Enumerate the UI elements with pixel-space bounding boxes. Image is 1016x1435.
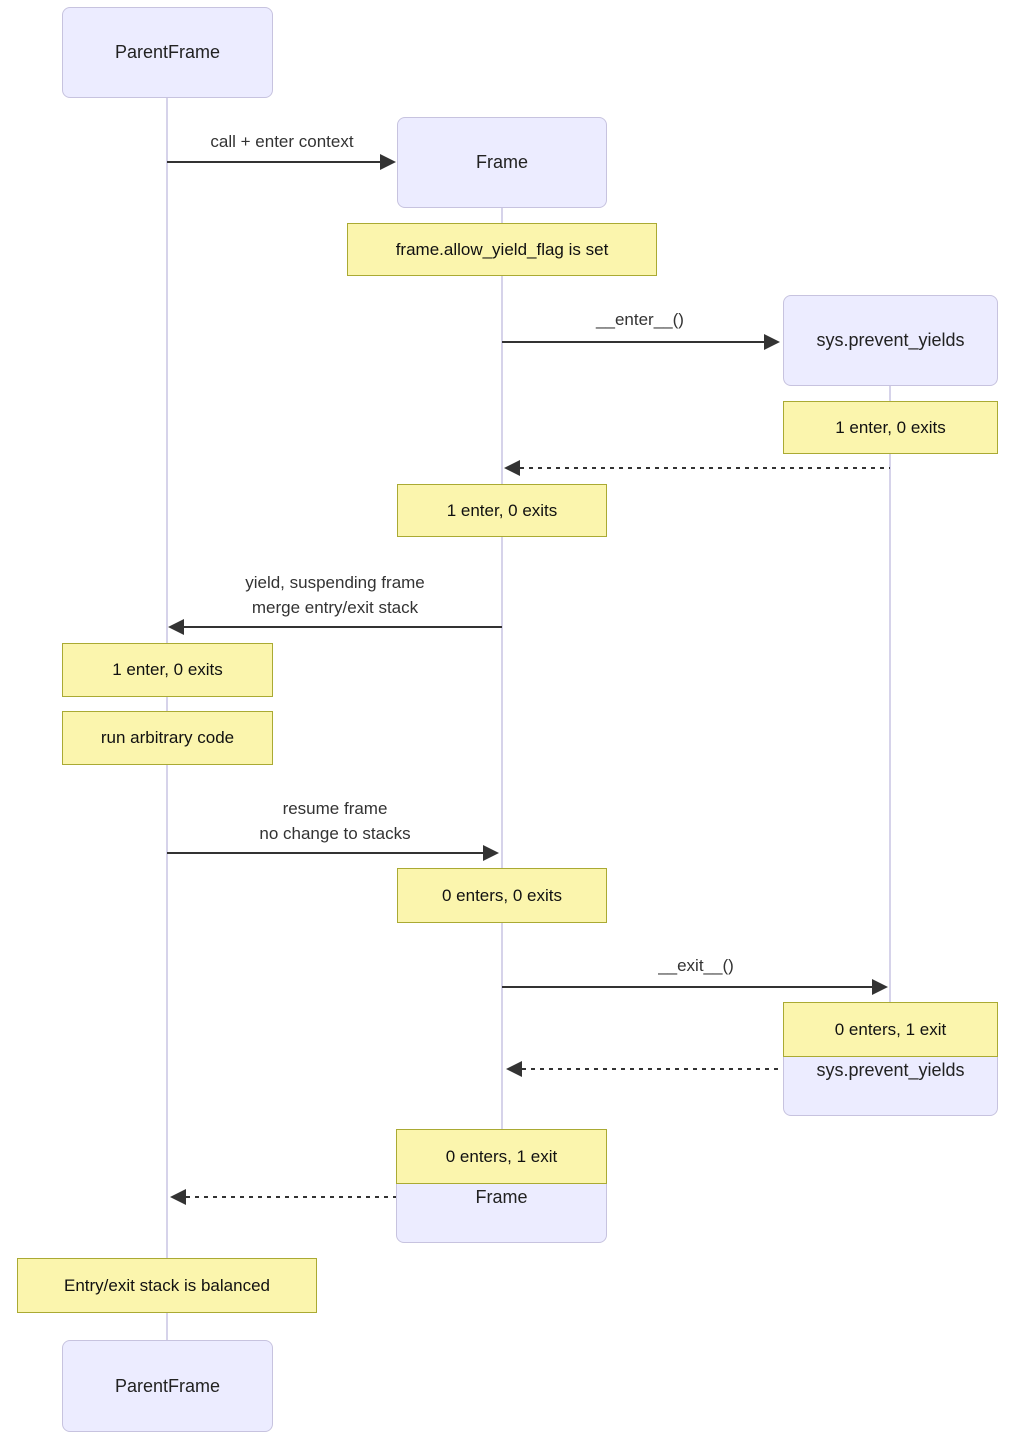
arrowhead (764, 334, 780, 350)
arrowhead (872, 979, 888, 995)
lifeline-frame (501, 208, 503, 1152)
lifeline-sys-prevent-yields (889, 386, 891, 1025)
note-sys-0-enters-1-exit: 0 enters, 1 exit (783, 1002, 998, 1057)
message-line-resume-frame (167, 852, 483, 854)
message-label-resume-frame: resume frame no change to stacks (259, 799, 411, 843)
arrowhead (170, 1189, 186, 1205)
message-label-exit: __exit__() (658, 956, 734, 975)
message-line-yield-suspending (184, 626, 502, 628)
arrowhead (504, 460, 520, 476)
note-frame-0-enters-1-exit: 0 enters, 1 exit (396, 1129, 607, 1184)
note-entry-exit-stack-balanced: Entry/exit stack is balanced (17, 1258, 317, 1313)
participant-frame-top: Frame (397, 117, 607, 208)
reply-line-sys-to-frame (520, 467, 890, 469)
participant-parentframe-bottom: ParentFrame (62, 1340, 273, 1432)
arrowhead (506, 1061, 522, 1077)
participant-parentframe-top: ParentFrame (62, 7, 273, 98)
note-run-arbitrary-code: run arbitrary code (62, 711, 273, 765)
participant-sys-prevent-yields-top: sys.prevent_yields (783, 295, 998, 386)
note-parent-1-enter-0-exits: 1 enter, 0 exits (62, 643, 273, 697)
arrowhead (168, 619, 184, 635)
message-line-enter (502, 341, 764, 343)
reply-line-frame-destroy (186, 1196, 396, 1198)
message-line-exit (502, 986, 872, 988)
message-line-call-enter-context (167, 161, 380, 163)
note-frame-1-enter-0-exits: 1 enter, 0 exits (397, 484, 607, 537)
arrowhead (483, 845, 499, 861)
arrowhead (380, 154, 396, 170)
note-sys-1-enter-0-exits: 1 enter, 0 exits (783, 401, 998, 454)
note-frame-allow-yield-flag: frame.allow_yield_flag is set (347, 223, 657, 276)
note-frame-0-enters-0-exits: 0 enters, 0 exits (397, 868, 607, 923)
message-label-yield-suspending: yield, suspending frame merge entry/exit… (245, 573, 425, 617)
message-label-enter: __enter__() (596, 310, 684, 329)
reply-line-sys-destroy (522, 1068, 783, 1070)
message-label-call-enter-context: call + enter context (210, 132, 354, 151)
